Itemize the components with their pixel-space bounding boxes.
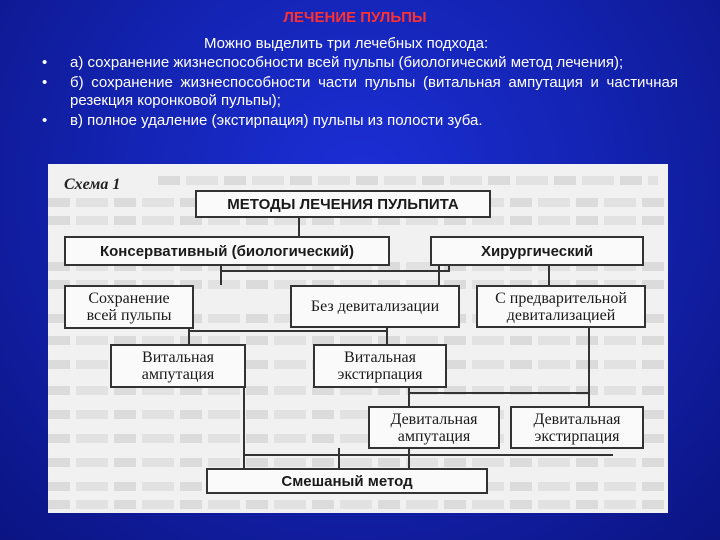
scheme-label: Схема 1 [64,176,121,193]
connector [408,392,588,394]
connector [298,216,300,236]
connector [243,454,613,456]
connector [548,264,550,285]
connector [243,388,245,468]
conservative-node: Консервативный (биологический) [64,236,390,266]
slide-title: ЛЕЧЕНИЕ ПУЛЬПЫ [283,9,427,26]
bullet-item: а) сохранение жизнеспособности всей пуль… [42,54,678,72]
connector [588,326,590,406]
vital-extirpation-node: Витальная экстирпация [313,344,447,388]
whole-pulp-node: Сохранение всей пульпы [64,285,194,329]
connector [438,264,440,285]
vital-amputation-node: Витальная ампутация [110,344,246,388]
mixed-method-node: Смешаный метод [206,468,488,494]
connector [188,330,388,332]
connector [386,326,388,344]
pre-devital-node: С предварительной девитализацией [476,285,646,328]
scheme-image: Схема 1 МЕТОДЫ ЛЕЧЕНИЯ ПУЛЬПИТА Консерва… [48,164,668,513]
connector [338,448,340,468]
surgical-node: Хирургический [430,236,644,266]
root-node: МЕТОДЫ ЛЕЧЕНИЯ ПУЛЬПИТА [195,190,491,218]
connector [220,270,450,272]
connector [188,326,190,344]
devital-extirpation-node: Девитальная экстирпация [510,406,644,449]
no-devital-node: Без девитализации [290,285,460,328]
devital-amputation-node: Девитальная ампутация [368,406,500,449]
connector [220,264,222,285]
intro-text: Можно выделить три лечебных подхода: [204,35,489,52]
bullet-item: б) сохранение жизнеспособности части пул… [42,74,678,110]
approach-list: а) сохранение жизнеспособности всей пуль… [42,54,678,132]
bullet-item: в) полное удаление (экстирпация) пульпы … [42,112,678,130]
